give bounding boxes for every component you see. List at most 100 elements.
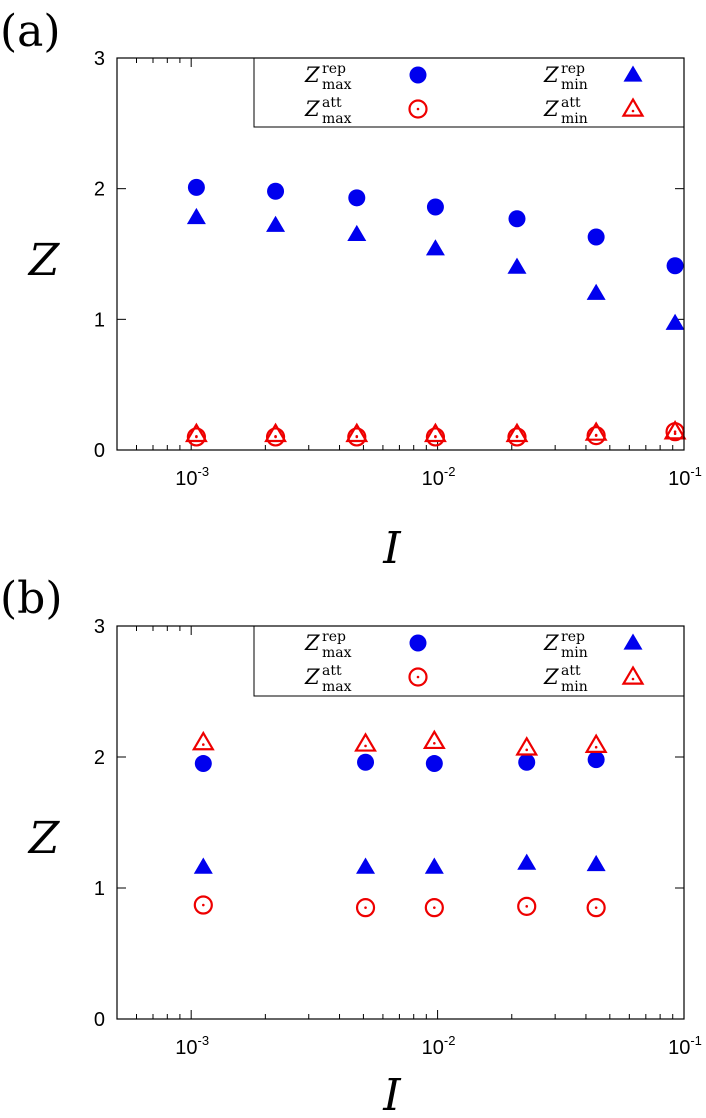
data-point bbox=[186, 207, 206, 225]
x-tick-label: 10-3 bbox=[175, 1033, 209, 1059]
legend-marker bbox=[623, 65, 643, 82]
data-point bbox=[191, 730, 215, 751]
data-point bbox=[348, 189, 366, 207]
legend-label-sup: att bbox=[322, 663, 342, 679]
legend-label: Z bbox=[543, 631, 559, 655]
data-point bbox=[425, 239, 445, 256]
legend-label-sup: rep bbox=[561, 61, 585, 77]
legend-label-sub: min bbox=[561, 645, 588, 661]
legend-label-sup: att bbox=[561, 663, 581, 679]
series-rep-min bbox=[186, 207, 685, 330]
series-att-max bbox=[193, 895, 606, 918]
data-point bbox=[424, 857, 444, 874]
data-point bbox=[266, 215, 286, 232]
panel-label: (b) bbox=[0, 573, 63, 624]
data-point bbox=[515, 736, 539, 756]
data-point bbox=[424, 422, 447, 443]
data-point bbox=[518, 753, 536, 771]
data-point bbox=[187, 178, 205, 196]
data-points bbox=[184, 178, 687, 447]
y-tick-label: 0 bbox=[94, 440, 105, 462]
legend-box bbox=[253, 57, 685, 128]
legend-label-sub: max bbox=[322, 645, 352, 661]
data-point bbox=[584, 733, 608, 753]
data-point bbox=[584, 421, 608, 441]
legend-marker bbox=[408, 99, 428, 119]
data-point bbox=[666, 257, 684, 275]
legend-label-sub: min bbox=[561, 77, 588, 93]
series-rep-max bbox=[187, 178, 684, 275]
data-point bbox=[505, 422, 529, 443]
data-point bbox=[663, 420, 687, 440]
data-point bbox=[267, 182, 285, 200]
panel-label: (a) bbox=[0, 6, 61, 57]
legend-label-sup: att bbox=[322, 95, 342, 111]
legend-label: Z bbox=[304, 97, 320, 121]
series-att-min bbox=[191, 729, 608, 756]
legend-label-sup: rep bbox=[561, 629, 585, 645]
x-tick-label: 10-1 bbox=[668, 1033, 702, 1059]
data-point bbox=[425, 755, 443, 773]
data-point bbox=[354, 732, 377, 752]
data-point bbox=[665, 313, 685, 330]
legend-label-sub: max bbox=[322, 77, 352, 93]
legend-marker bbox=[621, 665, 645, 685]
data-point bbox=[586, 898, 606, 918]
x-axis-title: I bbox=[382, 523, 402, 574]
data-point bbox=[193, 857, 213, 874]
data-point bbox=[587, 751, 605, 769]
data-point bbox=[422, 729, 446, 750]
data-point bbox=[586, 854, 606, 872]
legend-marker bbox=[409, 66, 427, 84]
legend-marker bbox=[623, 633, 643, 650]
legend-label-sub: max bbox=[322, 111, 352, 127]
x-axis-title: I bbox=[382, 1070, 402, 1118]
y-tick-label: 3 bbox=[94, 48, 105, 70]
legend-label: Z bbox=[304, 665, 320, 689]
y-tick-label: 1 bbox=[94, 878, 105, 900]
y-tick-label: 0 bbox=[94, 1009, 105, 1031]
legend-label-sub: min bbox=[561, 111, 588, 127]
plot-frame bbox=[116, 625, 685, 1020]
plot-frame bbox=[116, 57, 685, 451]
x-tick-label: 10-2 bbox=[422, 464, 456, 490]
data-point bbox=[184, 422, 208, 443]
legend-label-sub: max bbox=[322, 679, 352, 695]
data-point bbox=[355, 898, 376, 918]
legend-label-sup: att bbox=[561, 95, 581, 111]
data-point bbox=[356, 857, 376, 874]
y-axis-title: Z bbox=[27, 235, 61, 286]
y-tick-label: 3 bbox=[94, 616, 105, 638]
data-point bbox=[517, 853, 537, 870]
legend-marker bbox=[409, 634, 427, 652]
legend-label-sup: rep bbox=[322, 629, 346, 645]
data-point bbox=[507, 257, 527, 274]
y-axis-title: Z bbox=[27, 813, 61, 864]
legend-label-sup: rep bbox=[322, 61, 346, 77]
data-point bbox=[424, 898, 444, 918]
legend-label: Z bbox=[543, 97, 559, 121]
legend-label: Z bbox=[543, 63, 559, 87]
data-point bbox=[357, 753, 375, 771]
legend-label: Z bbox=[304, 631, 320, 655]
data-point bbox=[426, 198, 444, 216]
data-point bbox=[587, 228, 605, 246]
legend-label-sub: min bbox=[561, 679, 588, 695]
y-tick-label: 1 bbox=[94, 309, 105, 331]
series-rep-max bbox=[194, 751, 605, 773]
data-point bbox=[264, 422, 287, 443]
series-rep-min bbox=[193, 853, 606, 874]
legend-label: Z bbox=[543, 665, 559, 689]
legend-marker bbox=[621, 97, 645, 117]
